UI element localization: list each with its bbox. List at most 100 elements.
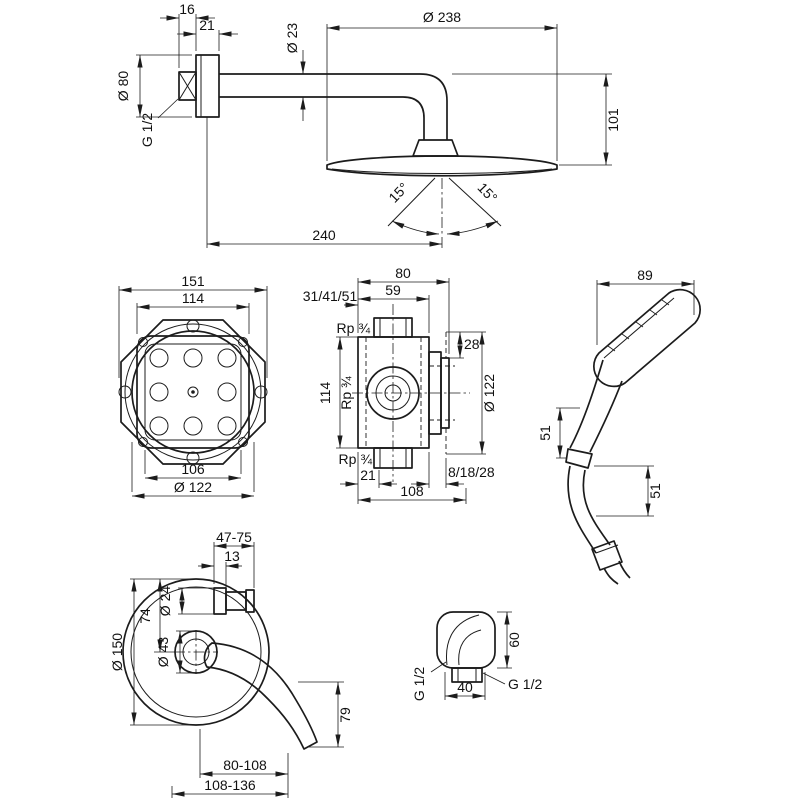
ibox-function-block [136, 335, 250, 449]
ibox-flange-circle [131, 330, 255, 454]
spray-line-left [387, 177, 436, 227]
ibox-center-hole [187, 386, 199, 398]
handshower-fitting [565, 448, 593, 469]
head-rim-line [331, 168, 553, 174]
arm-head-connector [412, 139, 459, 157]
mixer-escutcheon [122, 578, 270, 726]
overhead-shower-head [326, 155, 558, 177]
valve-geometry [352, 304, 470, 482]
mixer-dimensions: 47-75 13 Ø 24 Ø 150 74 Ø 43 79 80-108 [109, 529, 353, 798]
dim-spray-angle-left: 15° [385, 179, 411, 205]
dim-mixer-lever-drop: 79 [337, 707, 353, 723]
dim-valve-bottom-thread: Rp ¾ [339, 451, 373, 467]
dim-arm-diameter: Ø 23 [284, 23, 300, 54]
dim-valve-escutcheon-diameter: Ø 122 [481, 374, 497, 412]
view-overhead-shower: 16 21 Ø 80 G 1/2 Ø 23 Ø 238 101 15° 15° [115, 1, 621, 248]
dim-mixer-escutcheon-diameter: Ø 150 [109, 633, 125, 671]
wall-escutcheon [195, 54, 220, 118]
dim-mixer-hub-diameter: Ø 43 [155, 637, 171, 668]
view-valve-section: 80 59 31/41/51 Rp ¾ 28 114 Rp ¾ Ø 122 Rp… [303, 265, 497, 504]
shower-arm-inner [219, 96, 425, 140]
ibox-port [217, 416, 237, 436]
ibox-port [149, 348, 169, 368]
dim-valve-top-thread: Rp ¾ [337, 320, 371, 336]
dim-wall-thread: G 1/2 [139, 113, 155, 147]
dim-head-diameter: Ø 238 [423, 9, 461, 25]
dim-outlet-width: 40 [457, 679, 473, 695]
dim-valve-total-depth: 80 [395, 265, 411, 281]
overhead-shower-dimensions: 16 21 Ø 80 G 1/2 Ø 23 Ø 238 101 15° 15° [115, 1, 621, 248]
dim-ibox-overall-width: 151 [181, 273, 205, 289]
outlet-inner-contour-2 [458, 629, 482, 666]
mixer-lever [203, 642, 318, 750]
dim-handshower-head-length: 89 [637, 267, 653, 283]
spray-line-right [448, 177, 502, 227]
shower-arm-outer [219, 73, 448, 140]
dim-plate-offset: 16 [179, 1, 195, 17]
dim-ibox-cutout-width: 106 [181, 461, 205, 477]
outlet-nut [451, 667, 483, 683]
dim-valve-body-depth: 59 [385, 282, 401, 298]
wall-thread-stub [178, 71, 197, 101]
dim-mixer-plate-offset: 13 [224, 548, 240, 564]
dim-ibox-body-width: 114 [182, 290, 205, 306]
dim-outlet-thread-left: G 1/2 [411, 667, 427, 701]
mixer-connector-cap [245, 589, 255, 613]
view-mixer: 47-75 13 Ø 24 Ø 150 74 Ø 43 79 80-108 [109, 529, 353, 798]
dim-mixer-reach-range-1: 80-108 [223, 757, 267, 773]
ibox-boss-bottom [186, 451, 200, 465]
handshower-handle-right [589, 380, 623, 453]
hose-right [582, 469, 611, 546]
hand-shower-dimensions: 89 51 51 [537, 267, 695, 517]
view-hand-shower: 89 51 51 [537, 267, 701, 585]
hand-shower-geometry [565, 288, 701, 585]
valve-screw-axes [429, 365, 455, 421]
mixer-geometry [122, 578, 318, 750]
dim-handshower-handle-length: 51 [537, 425, 553, 441]
dim-hose-fitting-length: 51 [647, 483, 663, 499]
ibox-octagon [120, 319, 266, 465]
dim-mixer-reach-range-2: 108-136 [204, 777, 256, 793]
hose-end [603, 560, 631, 585]
ibox-flange-circle-outer [124, 323, 262, 461]
dim-mixer-connector-diameter: Ø 24 [157, 586, 173, 617]
outlet-dimensions: 60 40 G 1/2 G 1/2 [411, 611, 542, 701]
ibox-function-block-inner [144, 343, 242, 441]
ibox-screw [238, 437, 248, 447]
handshower-face-hatch [607, 299, 670, 352]
ibox-port [149, 382, 169, 402]
view-wall-outlet: 60 40 G 1/2 G 1/2 [411, 611, 542, 701]
overhead-shower-geometry [178, 54, 558, 235]
ibox-port [183, 348, 203, 368]
dim-valve-plate-offset: 28 [464, 336, 480, 352]
dim-valve-total-width: 108 [400, 483, 424, 499]
dim-outlet-thread-right: G 1/2 [508, 676, 542, 692]
ibox-screw [138, 437, 148, 447]
ibox-geometry [118, 319, 268, 465]
dim-valve-body-height: 114 [317, 382, 333, 405]
handshower-handle-left [569, 359, 604, 449]
hose-nut [591, 540, 623, 571]
dim-arm-length: 240 [312, 227, 336, 243]
ibox-dimensions: 151 114 106 Ø 122 [118, 273, 268, 499]
valve-inner-dashed [365, 337, 422, 448]
ibox-port [217, 348, 237, 368]
dim-valve-bottom-offset: 21 [360, 467, 376, 483]
outlet-geometry [436, 611, 496, 683]
view-ibox: 151 114 106 Ø 122 [118, 273, 268, 499]
ibox-port [217, 382, 237, 402]
dim-ibox-flange-diameter: Ø 122 [174, 479, 212, 495]
dim-escutcheon-diameter: Ø 80 [115, 71, 131, 102]
ibox-port [183, 416, 203, 436]
dim-valve-side-thread: Rp ¾ [338, 376, 354, 410]
outlet-inner-contour [445, 614, 480, 666]
dim-head-height: 101 [605, 108, 621, 132]
ibox-screw [138, 337, 148, 347]
dim-mixer-center-offset: 74 [137, 608, 153, 624]
dim-valve-install-depth: 31/41/51 [303, 288, 358, 304]
ibox-port [149, 416, 169, 436]
handshower-face-line [603, 297, 675, 359]
ibox-boss-top [186, 319, 200, 333]
hose-left [567, 465, 597, 554]
